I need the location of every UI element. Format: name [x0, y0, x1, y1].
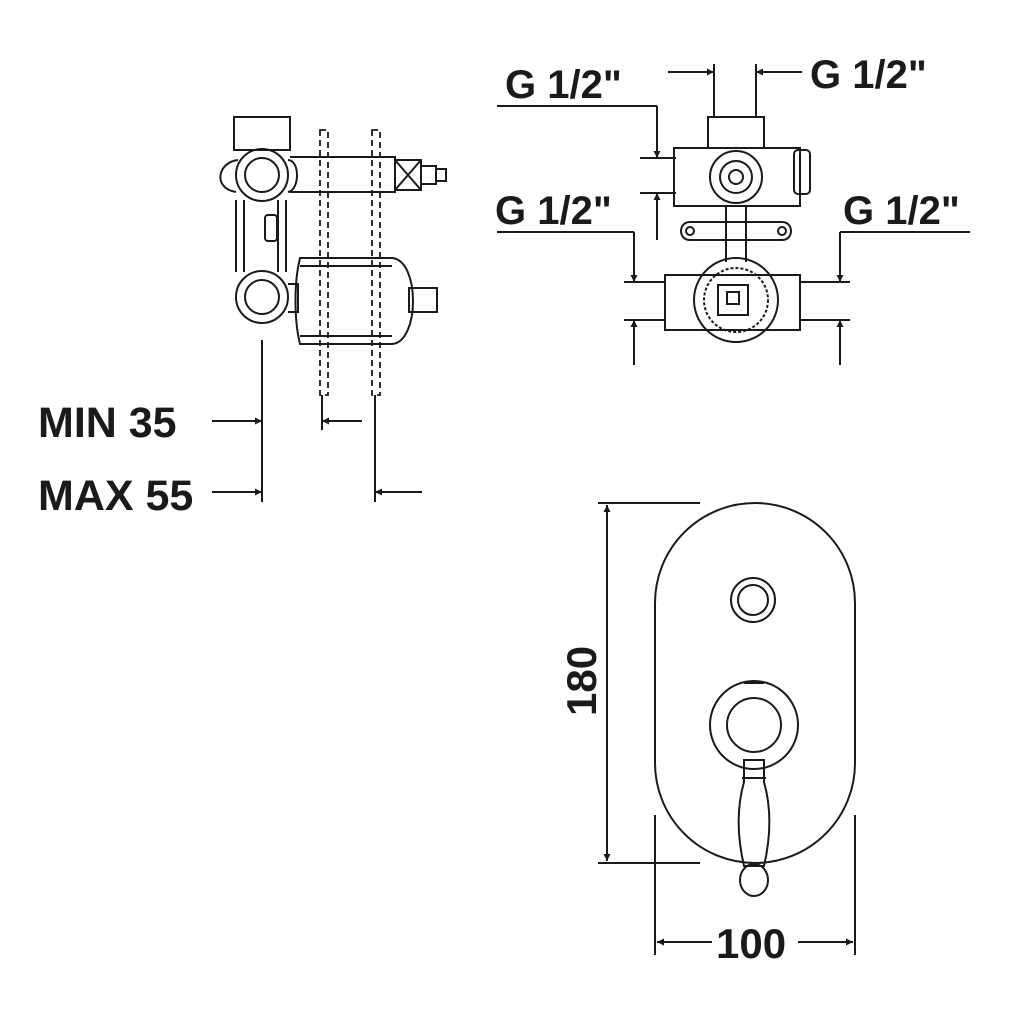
thread-label-mid-left: G 1/2"	[495, 189, 612, 233]
front-view	[664, 116, 811, 343]
faceplate-dimensions	[598, 502, 856, 955]
min-depth-label: MIN 35	[38, 399, 177, 447]
wall-plane-max	[371, 129, 381, 396]
side-upper-port	[235, 148, 289, 202]
front-lower-body	[664, 274, 801, 331]
side-cartridge-body	[294, 257, 414, 345]
thread-label-top-right: G 1/2"	[810, 53, 927, 97]
lever-handle	[737, 759, 771, 867]
front-top-inlet	[707, 116, 765, 149]
side-vertical-connector	[235, 200, 287, 272]
side-lower-port	[235, 270, 289, 324]
wall-planes	[319, 129, 381, 396]
wall-plane-min	[319, 129, 329, 396]
front-lower-port	[693, 257, 779, 343]
thread-label-top-left: G 1/2"	[505, 63, 622, 107]
width-label: 100	[716, 920, 786, 967]
depth-dimensions	[212, 340, 422, 502]
handle-rosette	[709, 680, 799, 770]
front-bracket	[680, 221, 792, 241]
side-view	[219, 116, 447, 345]
faceplate	[654, 502, 856, 864]
faceplate-view	[654, 502, 856, 897]
front-upper-body	[673, 147, 801, 207]
max-depth-label: MAX 55	[38, 472, 193, 520]
diverter-button	[730, 577, 776, 623]
side-top-stub	[233, 116, 291, 151]
front-upper-port	[709, 150, 763, 204]
lever-knob	[739, 863, 769, 897]
thread-dimensions	[497, 64, 970, 365]
height-label: 180	[558, 646, 605, 716]
thread-label-mid-right: G 1/2"	[843, 189, 960, 233]
